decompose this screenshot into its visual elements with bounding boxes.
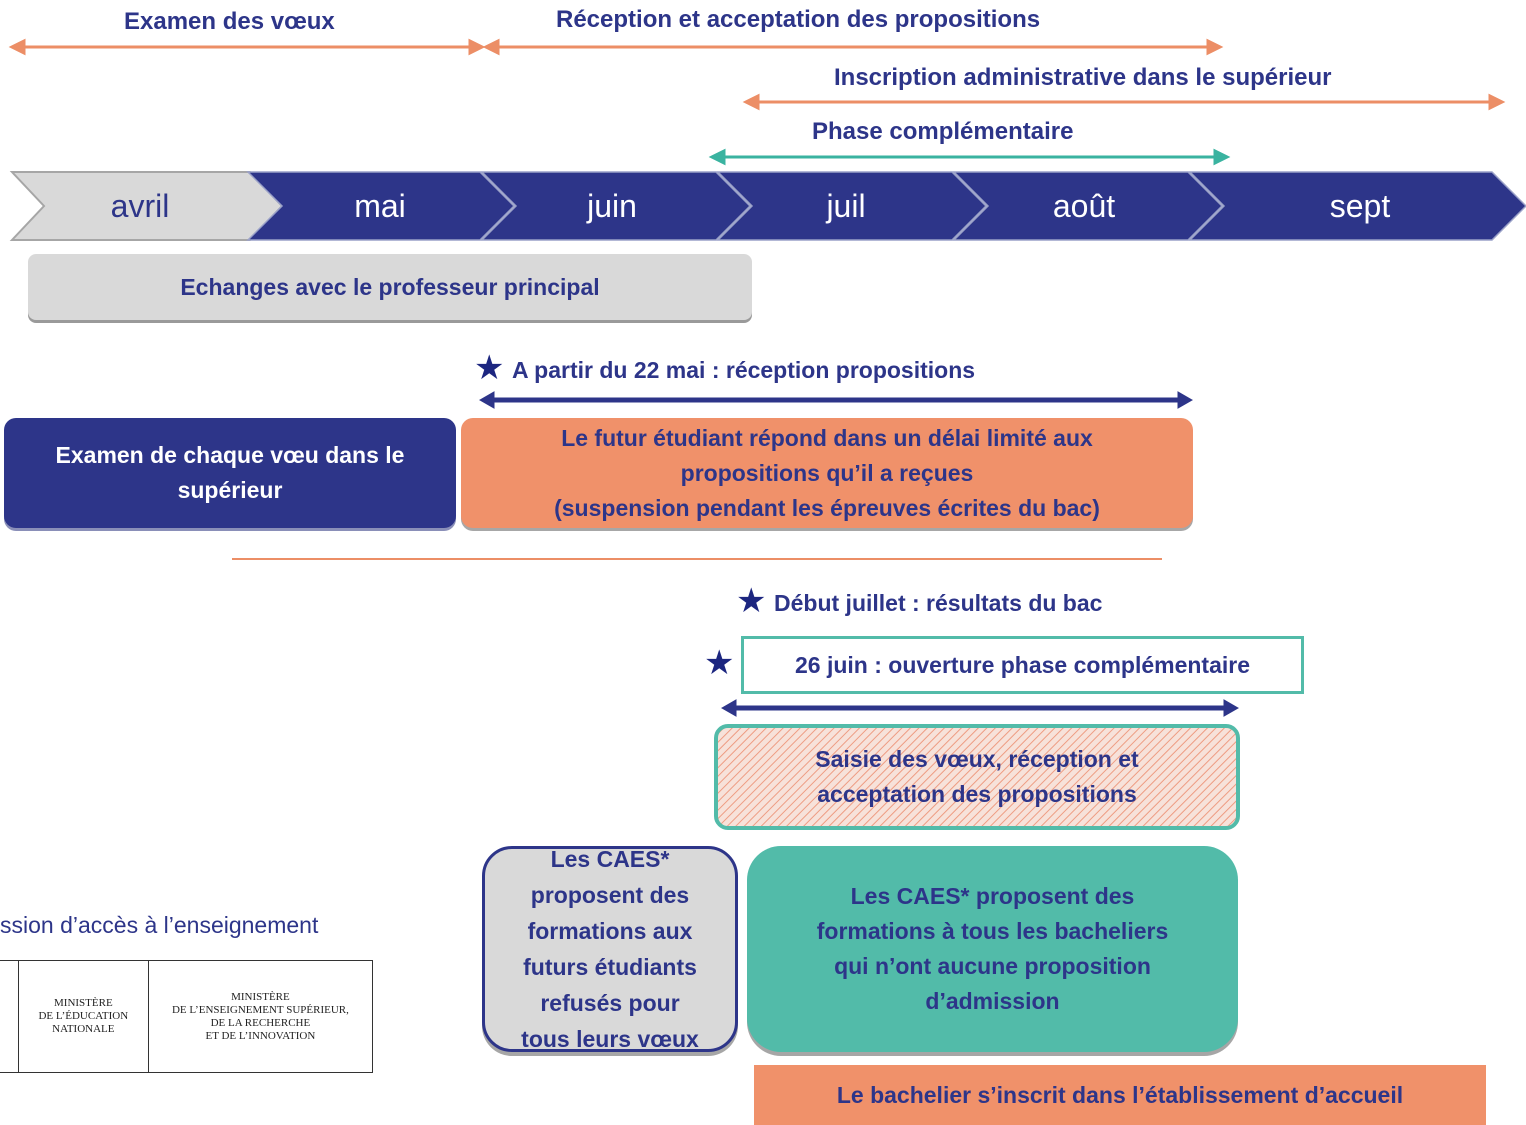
phase-examen-label: Examen des vœux bbox=[124, 8, 335, 35]
footnote-text: ssion d’accès à l’enseignement bbox=[0, 912, 319, 938]
chevron-mai bbox=[246, 171, 516, 241]
month-chevrons bbox=[9, 171, 1526, 241]
complementaire-navy-arrow bbox=[720, 699, 1240, 717]
futur-etudiant-line-1: Le futur étudiant répond dans un délai l… bbox=[561, 424, 1093, 451]
examen-voeu-box: Examen de chaque vœu dans le supérieur bbox=[4, 418, 456, 528]
phase-reception-label: Réception et acceptation des proposition… bbox=[556, 6, 1041, 33]
reception-arrow bbox=[482, 38, 1224, 56]
caes-bacheliers-box: Les CAES* proposent des formations à tou… bbox=[747, 846, 1238, 1052]
ministry-logo: MINISTÈRE DE L’ÉDUCATION NATIONALE MINIS… bbox=[0, 960, 373, 1073]
star-icon: ★ bbox=[736, 582, 767, 620]
complementaire-arrow bbox=[708, 148, 1231, 166]
logo-ministere-education: MINISTÈRE DE L’ÉDUCATION NATIONALE bbox=[17, 961, 148, 1072]
futur-etudiant-line-3: (suspension pendant les épreuves écrites… bbox=[554, 494, 1100, 521]
event-reception-22mai: A partir du 22 mai : réception propositi… bbox=[512, 357, 976, 383]
chevron-sept bbox=[1188, 171, 1526, 241]
chevron-aout bbox=[952, 171, 1224, 241]
ouverture-complementaire-box: 26 juin : ouverture phase complémentaire bbox=[741, 636, 1304, 694]
inscrit-box: Le bachelier s’inscrit dans l’établissem… bbox=[754, 1065, 1486, 1125]
star-icon: ★ bbox=[474, 349, 505, 387]
saisie-line-1: Saisie des vœux, réception et bbox=[815, 746, 1139, 772]
reception-navy-arrow bbox=[478, 391, 1194, 409]
phase-inscription-label: Inscription administrative dans le supér… bbox=[834, 64, 1332, 91]
month-mai: mai bbox=[354, 187, 406, 224]
logo-ministere-superieur: MINISTÈRE DE L’ENSEIGNEMENT SUPÉRIEUR, D… bbox=[147, 961, 372, 1072]
month-juin: juin bbox=[587, 187, 637, 224]
month-sept: sept bbox=[1329, 187, 1391, 224]
inscription-arrow bbox=[742, 93, 1506, 111]
chevron-juil bbox=[716, 171, 988, 241]
chevron-juin bbox=[480, 171, 752, 241]
caes-refuses-box: Les CAES* proposent des formations aux f… bbox=[482, 846, 738, 1052]
phase-complementaire-label: Phase complémentaire bbox=[812, 118, 1074, 145]
month-avril: avril bbox=[110, 187, 170, 224]
saisie-line-2: acceptation des propositions bbox=[817, 781, 1137, 807]
futur-etudiant-box: Le futur étudiant répond dans un délai l… bbox=[461, 418, 1193, 528]
futur-etudiant-line-2: propositions qu’il a reçues bbox=[680, 459, 974, 486]
saisie-hatch bbox=[714, 724, 1240, 830]
examen-arrow bbox=[8, 38, 486, 56]
event-resultats-bac: Début juillet : résultats du bac bbox=[774, 590, 1103, 616]
star-icon: ★ bbox=[704, 644, 735, 682]
month-juil: juil bbox=[826, 187, 866, 224]
echanges-box: Echanges avec le professeur principal bbox=[28, 254, 752, 320]
saisie-box: Saisie des vœux, réception et acceptatio… bbox=[716, 726, 1238, 828]
month-aout: août bbox=[1052, 187, 1116, 224]
